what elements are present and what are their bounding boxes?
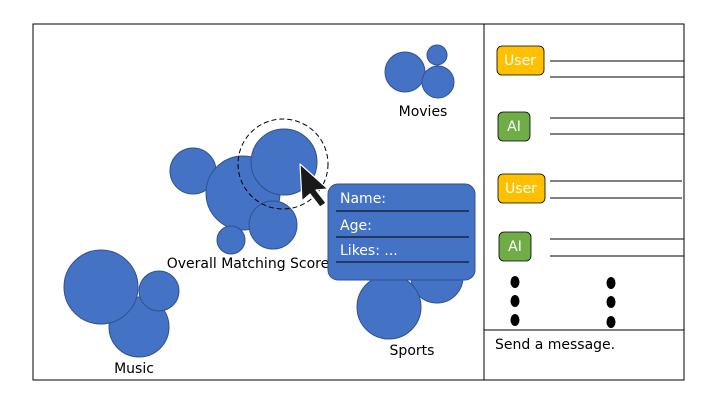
selection-ring — [237, 118, 329, 210]
chat-message: AI — [498, 231, 684, 262]
ai-badge — [498, 231, 532, 262]
chat-message: User — [496, 45, 684, 78]
ai-badge-label: AI — [507, 119, 521, 135]
chat-panel: User AI User AI — [484, 45, 684, 353]
ai-badge-label: AI — [508, 239, 522, 255]
cursor-arrow-icon — [299, 163, 329, 208]
bubble[interactable] — [426, 44, 448, 66]
vertical-ellipsis-icon — [510, 276, 520, 326]
cluster-music[interactable]: Music — [63, 249, 180, 377]
profile-tooltip: Name: Age: Likes: ... — [327, 183, 476, 281]
bubble-map: Movies Overall Matching Score Music Spor… — [63, 44, 476, 377]
user-badge-label: User — [504, 53, 536, 69]
cluster-label-overall-matching-score: Overall Matching Score — [167, 256, 330, 272]
chat-message: AI — [497, 111, 684, 142]
ai-badge — [497, 111, 531, 142]
bubble[interactable] — [384, 51, 426, 93]
cluster-movies[interactable]: Movies — [384, 44, 455, 120]
message-input-placeholder: Send a message. — [495, 337, 615, 353]
chat-message: User — [497, 173, 682, 204]
cluster-label-music: Music — [114, 361, 154, 377]
bubble[interactable] — [248, 200, 298, 250]
tooltip-field-age: Age: — [340, 218, 372, 234]
user-badge — [497, 173, 546, 204]
bubble[interactable] — [138, 270, 180, 312]
tooltip-field-name: Name: — [340, 191, 386, 207]
cluster-label-sports: Sports — [390, 343, 435, 359]
user-badge — [496, 45, 545, 76]
bubble[interactable] — [63, 249, 139, 325]
tooltip-box — [327, 183, 476, 281]
bubble[interactable] — [421, 65, 455, 99]
tooltip-field-likes: Likes: ... — [340, 243, 398, 259]
vertical-ellipsis-icon — [606, 277, 616, 328]
user-badge-label: User — [505, 181, 537, 197]
bubble[interactable] — [216, 225, 246, 255]
cluster-label-movies: Movies — [399, 104, 448, 120]
bubble[interactable] — [356, 274, 422, 340]
